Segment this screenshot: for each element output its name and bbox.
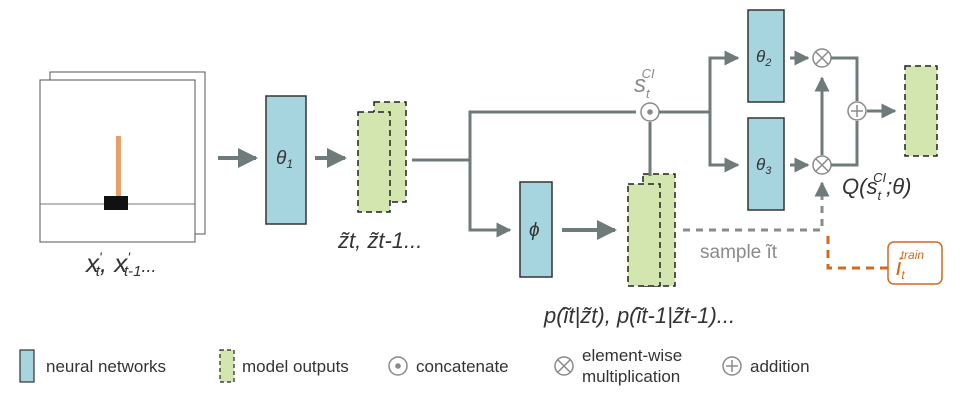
line-concat-theta2 xyxy=(659,50,740,114)
legend-mult-line1: element-wise xyxy=(582,346,682,365)
legend-outputs: model outputs xyxy=(242,357,349,376)
line-concat-theta3 xyxy=(708,112,740,173)
line-z-to-concat xyxy=(412,110,636,162)
input-label: x't, x't-1... xyxy=(84,248,157,280)
mult-node-top xyxy=(812,48,832,68)
input-frames xyxy=(39,71,206,243)
legend-output-swatch xyxy=(219,349,235,383)
legend-mult-icon xyxy=(554,356,574,376)
line-sample xyxy=(683,181,830,232)
theta2-label: θ2 xyxy=(756,47,771,69)
q-label: Q(stCI;θ) xyxy=(842,170,911,203)
phi-network xyxy=(519,181,553,278)
legend: neural networks model outputs concatenat… xyxy=(19,346,810,386)
p-outputs xyxy=(627,173,676,287)
line-z-to-phi xyxy=(468,160,512,238)
add-node xyxy=(847,101,867,121)
cartpole-cart xyxy=(104,196,128,210)
line-train xyxy=(826,230,888,270)
sample-label: sample ĩt xyxy=(700,242,778,263)
legend-add: addition xyxy=(750,357,810,376)
z-label: z̃t, z̃t-1... xyxy=(337,228,422,253)
theta3-network xyxy=(747,117,785,211)
theta1-network xyxy=(265,95,307,225)
line-mult-bottom-add xyxy=(831,121,859,167)
mult-node-bottom xyxy=(812,155,832,175)
q-output xyxy=(904,65,938,157)
z-outputs xyxy=(357,101,407,213)
itrain-box xyxy=(887,241,943,285)
s-label: stCI xyxy=(634,66,655,101)
legend-add-icon xyxy=(722,356,742,376)
legend-neural: neural networks xyxy=(46,357,166,376)
theta1-label: θ1 xyxy=(276,148,293,171)
itrain-label: ittrain xyxy=(896,248,924,282)
phi-label: ϕ xyxy=(529,220,540,241)
p-label: p(ĩt|z̃t), p(ĩt-1|z̃t-1)... xyxy=(543,303,735,328)
theta3-label: θ3 xyxy=(756,155,772,177)
line-mult-top-add xyxy=(831,56,859,101)
legend-mult-line2: multiplication xyxy=(582,367,680,386)
legend-concat: concatenate xyxy=(416,357,509,376)
theta2-network xyxy=(747,9,785,103)
cartpole-pole xyxy=(116,136,121,198)
legend-network-swatch xyxy=(19,349,35,383)
